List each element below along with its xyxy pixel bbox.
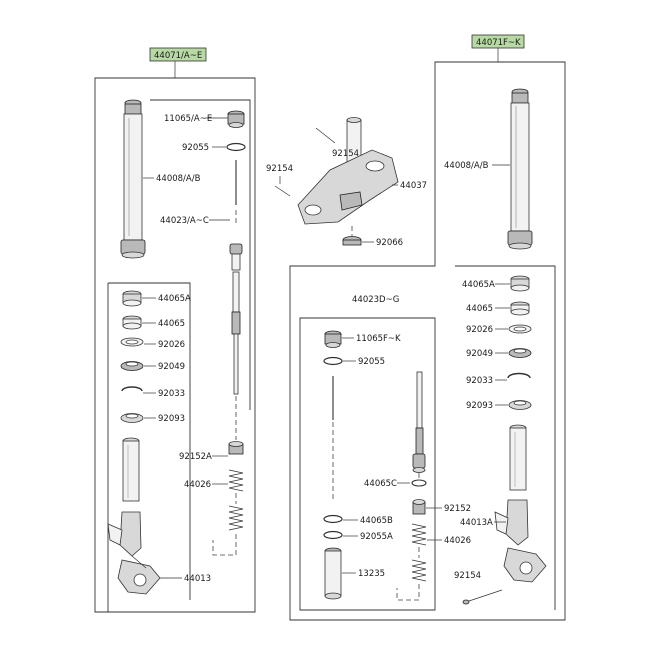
spring-right-label: 44026 (444, 536, 471, 546)
right-inner-tube (509, 424, 527, 491)
right-washer (508, 400, 532, 410)
bush-c-right-label: 44065C (364, 479, 397, 489)
left-washer (120, 413, 144, 423)
bush-b-right-label: 44065B (360, 516, 393, 526)
fork-right-label: 44013A (460, 518, 493, 528)
tube-right-label: 44008/A/B (444, 161, 489, 171)
right-damper-rod (412, 371, 426, 473)
left-rod-subframe (150, 99, 251, 410)
right-rod-piece (412, 499, 426, 515)
left-assembly-frame (94, 77, 256, 613)
clamp-cap-nut (342, 236, 362, 246)
header-right-label: 44071F~K (476, 38, 521, 48)
right-clip (507, 372, 531, 379)
left-seal (120, 337, 144, 347)
clamp-side-bolt (274, 185, 291, 197)
right-oring-a (323, 530, 343, 540)
clip-left-label: 92033 (158, 389, 185, 399)
right-oring (323, 356, 343, 366)
cap-left-label: 11065/A~E (164, 114, 212, 124)
right-ring (508, 348, 532, 358)
clamp-top-bolt (315, 127, 336, 144)
rod-right-group-label: 44023D~G (352, 295, 399, 305)
header-left-badge (149, 47, 207, 62)
piece-left-label: 92152A (179, 452, 212, 462)
right-fork-bolt (465, 589, 503, 603)
oring-right-label: 92055 (358, 357, 385, 367)
header-right-group: 44071F~K (471, 34, 525, 62)
left-bush (122, 315, 142, 330)
bolt-side-label: 92154 (266, 164, 293, 174)
left-bush-a (122, 290, 142, 307)
right-spring-dash (396, 584, 420, 601)
left-ring (120, 361, 144, 371)
bush-left-label: 44065 (158, 319, 185, 329)
ring-right-label: 92049 (466, 349, 493, 359)
left-rod-piece (228, 441, 244, 455)
rod-left-label: 44023/A~C (160, 216, 209, 226)
header-left-group: 44071/A~E (149, 47, 207, 78)
bolt-right-label: 92154 (454, 571, 481, 581)
left-spring-dash (212, 534, 237, 556)
oring-a-right-label: 92055A (360, 532, 393, 542)
seal-left-label: 92026 (158, 340, 185, 350)
right-rod-subframe (299, 317, 436, 611)
right-top-cap (324, 330, 342, 348)
clip-right-label: 92033 (466, 376, 493, 386)
spring-left-label: 44026 (184, 480, 211, 490)
cap-right-label: 11065F~K (356, 334, 401, 344)
bolt-top-label: 92154 (332, 149, 359, 159)
left-clip (121, 386, 143, 392)
tube-left-label: 44008/A/B (156, 174, 201, 184)
clamp-label: 44037 (400, 181, 427, 191)
left-lower-subframe (108, 282, 191, 600)
ring-left-label: 92049 (158, 362, 185, 372)
right-outer-tube (507, 88, 533, 250)
cap-nut-label: 92066 (376, 238, 403, 248)
washer-left-label: 92093 (158, 414, 185, 424)
header-left-label: 44071/A~E (154, 51, 202, 61)
right-bush (510, 301, 530, 316)
tube-small-right-label: 13235 (358, 569, 385, 579)
seal-right-label: 92026 (466, 325, 493, 335)
piece-right-label: 92152 (444, 504, 471, 514)
bush-a-right-label: 44065A (462, 280, 495, 290)
right-assembly-frame (289, 61, 566, 621)
left-inner-tube (122, 437, 140, 502)
left-fork-bracket (107, 511, 161, 595)
left-outer-tube (120, 99, 146, 259)
right-fork-bracket (494, 499, 547, 583)
left-oring (226, 142, 246, 152)
bush-a-left-label: 44065A (158, 294, 191, 304)
right-seal (508, 324, 532, 334)
right-bush-a (510, 275, 530, 292)
bush-right-label: 44065 (466, 304, 493, 314)
right-bush-b (323, 514, 343, 524)
right-small-tube (324, 547, 342, 600)
triple-clamp (297, 117, 399, 225)
right-spring (411, 523, 427, 582)
right-upper-subframe (455, 265, 556, 610)
right-bush-c (411, 479, 427, 487)
left-damper-rod (229, 243, 243, 395)
left-spring (228, 469, 244, 531)
fork-left-label: 44013 (184, 574, 211, 584)
left-top-cap (227, 110, 245, 128)
oring-left-label: 92055 (182, 143, 209, 153)
washer-right-label: 92093 (466, 401, 493, 411)
